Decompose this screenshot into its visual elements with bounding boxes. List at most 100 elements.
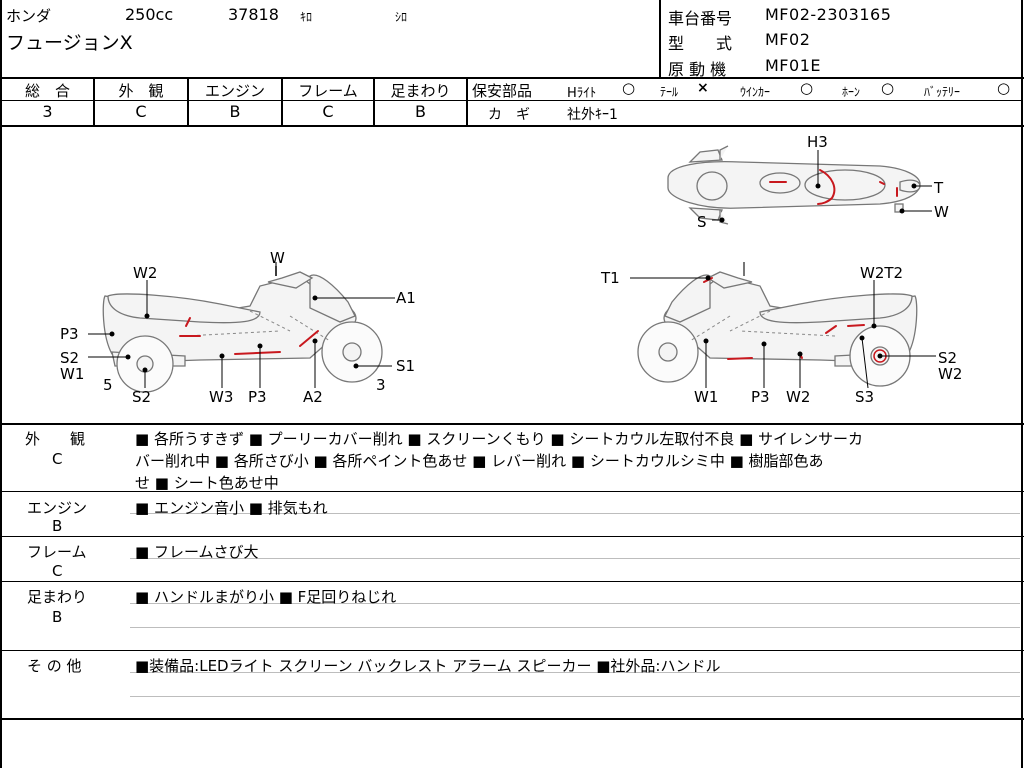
frame-left-border (0, 0, 2, 768)
grade-frame-label: フレーム (298, 82, 358, 100)
label-top-h3: H3 (807, 133, 828, 151)
remark-engine-grade: B (52, 517, 63, 535)
label-right-p3: P3 (751, 388, 770, 406)
label-left-a1: A1 (396, 289, 416, 307)
label-right-w2t2: W2T2 (860, 264, 903, 282)
safety-row-divider (466, 100, 1022, 101)
row-divider-2 (0, 125, 1024, 127)
grade-divider-5 (466, 77, 468, 126)
label-left-3: 3 (376, 376, 386, 394)
grade-engine-label: エンジン (204, 82, 265, 100)
tail-mark: × (697, 80, 709, 96)
displacement: 250cc (125, 5, 174, 24)
row-divider-8 (0, 718, 1024, 720)
label-left-s2: S2 (60, 349, 79, 367)
rule-line (130, 696, 1020, 697)
row-divider-3 (0, 423, 1024, 425)
grade-overall-label: 総 合 (24, 82, 70, 100)
grade-divider-3 (281, 77, 283, 126)
damage-diagram: .body { fill:#f4f4f4; stroke:#777; strok… (60, 133, 962, 406)
row-divider-7 (0, 650, 1024, 651)
rule-line (130, 672, 1020, 673)
remark-suspension-grade: B (52, 608, 63, 626)
remark-frame-label: フレーム (27, 543, 87, 561)
color: ｼﾛ (395, 10, 408, 24)
frame-no-label: 車台番号 (668, 9, 733, 28)
remark-engine-label: エンジン (27, 499, 88, 517)
grade-exterior-label: 外 観 (118, 82, 164, 100)
label-right-w2: W2 (938, 365, 962, 383)
label-left-p3: P3 (60, 325, 79, 343)
remark-suspension-label: 足まわり (27, 588, 88, 606)
battery-mark: ○ (997, 79, 1011, 97)
label-right-w1: W1 (694, 388, 718, 406)
grade-label-divider (0, 100, 466, 101)
left-side-motorcycle (88, 262, 395, 393)
grade-divider-1 (93, 77, 95, 126)
safety-label: 保安部品 (472, 82, 533, 100)
label-left-w: W (270, 249, 285, 267)
grade-divider-2 (187, 77, 189, 126)
label-left-s1: S1 (396, 357, 415, 375)
row-divider-1 (0, 77, 1024, 79)
rule-line (130, 513, 1020, 514)
grade-suspension-value: B (415, 102, 426, 121)
rule-line (130, 603, 1020, 604)
label-left-w2: W2 (133, 264, 157, 282)
battery-label: ﾊﾞｯﾃﾘｰ (924, 85, 961, 99)
label-left-w1: W1 (60, 365, 84, 383)
headlight-mark: ○ (622, 79, 636, 97)
remark-other-label: そ の 他 (27, 657, 82, 675)
frame-no: MF02-2303165 (765, 5, 892, 24)
header-vertical-divider (659, 0, 661, 78)
remark-exterior-label: 外 観 (25, 430, 86, 448)
label-left-5: 5 (103, 376, 113, 394)
label-left-s2b: S2 (132, 388, 151, 406)
label-top-t: T (933, 179, 944, 197)
label-top-w: W (934, 203, 949, 221)
model-code: MF02 (765, 30, 811, 49)
row-divider-6 (0, 581, 1024, 582)
maker: ホンダ (6, 7, 52, 25)
grade-exterior-value: C (135, 102, 147, 121)
remark-engine-line1: ■ エンジン音小 ■ 排気もれ (135, 499, 328, 517)
horn-mark: ○ (881, 79, 895, 97)
grade-suspension-label: 足まわり (390, 82, 451, 100)
model-name: フュージョンX (6, 32, 133, 54)
tail-label: ﾃｰﾙ (660, 85, 679, 99)
key-label: カ ギ (488, 107, 530, 123)
remark-exterior-line2: バー削れ中 ■ 各所さび小 ■ 各所ペイント色あせ ■ レバー削れ ■ シートカ… (135, 452, 824, 470)
headlight-label: Hﾗｲﾄ (567, 86, 597, 101)
grade-engine-value: B (229, 102, 241, 121)
remark-exterior-line3: せ ■ シート色あせ中 (135, 474, 279, 492)
remark-exterior-line1: ■ 各所うすきず ■ プーリーカバー削れ ■ スクリーンくもり ■ シートカウル… (135, 430, 864, 448)
frame-right-border (1021, 0, 1023, 768)
remark-frame-grade: C (52, 562, 63, 580)
label-top-s: S (697, 213, 707, 231)
label-left-w3: W3 (209, 388, 233, 406)
right-side-motorcycle (630, 262, 936, 389)
mileage: 37818 (228, 5, 279, 24)
grade-divider-4 (373, 77, 375, 126)
remark-frame-line1: ■ フレームさび大 (135, 543, 259, 561)
label-right-t1: T1 (600, 269, 620, 287)
label-right-w2b: W2 (786, 388, 810, 406)
label-right-s3: S3 (855, 388, 874, 406)
rule-line (130, 558, 1020, 559)
row-divider-5 (0, 536, 1024, 537)
remark-exterior-grade: C (52, 450, 63, 468)
grade-overall-value: 3 (42, 102, 53, 121)
remark-suspension-line1: ■ ハンドルまがり小 ■ F足回りねじれ (135, 588, 397, 606)
top-view-motorcycle (667, 145, 932, 225)
horn-label: ﾎｰﾝ (842, 85, 861, 99)
label-left-p3b: P3 (248, 388, 267, 406)
winker-mark: ○ (800, 79, 814, 97)
grade-frame-value: C (322, 102, 334, 121)
key-value: 社外ｷｰ1 (567, 107, 618, 123)
winker-label: ｳｲﾝｶｰ (740, 85, 771, 99)
model-label: 型 式 (668, 34, 733, 53)
label-right-s2: S2 (938, 349, 957, 367)
engine-code: MF01E (765, 56, 821, 75)
rule-line (130, 627, 1020, 628)
row-divider-4 (0, 491, 1024, 492)
